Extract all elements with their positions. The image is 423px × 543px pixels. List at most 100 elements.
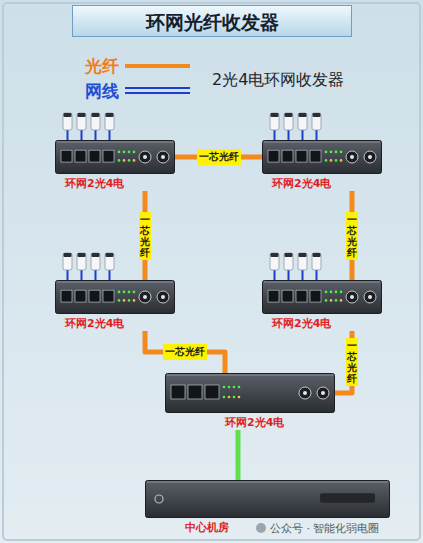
- status-led: [340, 291, 343, 294]
- rj45-port: [103, 150, 114, 162]
- status-led: [128, 151, 131, 154]
- uplink-cable: [236, 430, 241, 480]
- watermark: 公众号 · 智能化弱电圈: [270, 521, 380, 536]
- fiber-port: [364, 151, 376, 163]
- camera-group: [63, 253, 114, 282]
- edge-label: 一芯光纤: [163, 344, 207, 360]
- device-graphic: [262, 140, 382, 174]
- status-led: [133, 151, 136, 154]
- device-body: [166, 374, 335, 413]
- status-led: [123, 159, 126, 162]
- status-led: [233, 386, 236, 389]
- fiber-core: [350, 295, 354, 299]
- device-graphic: [262, 280, 382, 314]
- device-highlight: [57, 282, 173, 283]
- rj45-port: [296, 150, 307, 162]
- rj45-port: [282, 290, 293, 302]
- status-led: [335, 299, 338, 302]
- status-led: [123, 299, 126, 302]
- rj45-port: [61, 150, 72, 162]
- status-led: [330, 299, 333, 302]
- watermark-icon: [256, 523, 266, 533]
- device-label: 环网2光4电: [225, 415, 284, 430]
- device-body: [263, 141, 382, 174]
- rj45-port: [310, 290, 321, 302]
- legend-text: 网线: [85, 80, 119, 103]
- device-highlight: [57, 142, 173, 143]
- camera-group: [63, 113, 114, 142]
- legend-fiber-sample: [125, 64, 190, 68]
- device-type-note: 2光4电环网收发器: [212, 70, 344, 91]
- status-led: [340, 159, 343, 162]
- status-led: [335, 159, 338, 162]
- status-led: [330, 291, 333, 294]
- device-body: [56, 141, 175, 174]
- camera-group: [270, 253, 321, 282]
- fiber-port: [139, 291, 151, 303]
- status-led: [118, 159, 121, 162]
- ring-transceiver: 环网2光4电: [262, 140, 382, 191]
- ring-transceiver: 环网2光4电: [262, 280, 382, 331]
- status-led: [330, 151, 333, 154]
- status-led: [340, 299, 343, 302]
- status-led: [228, 396, 231, 399]
- fiber-core: [368, 295, 372, 299]
- rj45-port: [171, 385, 185, 399]
- rj45-port: [282, 150, 293, 162]
- ring-transceiver: 环网2光4电: [55, 140, 175, 191]
- status-led: [133, 299, 136, 302]
- fiber-core: [161, 155, 165, 159]
- status-led: [335, 151, 338, 154]
- frame: [3, 3, 420, 540]
- status-led: [128, 299, 131, 302]
- status-led: [335, 291, 338, 294]
- fiber-core: [303, 391, 307, 395]
- rj45-port: [296, 290, 307, 302]
- camera-group: [270, 113, 321, 142]
- rj45-port: [89, 290, 100, 302]
- rj45-port: [61, 290, 72, 302]
- edge-label: 一芯光纤: [346, 212, 358, 260]
- status-led: [223, 396, 226, 399]
- status-led: [123, 291, 126, 294]
- device-highlight: [147, 482, 388, 483]
- edge-label: 一芯光纤: [197, 149, 241, 165]
- status-led: [238, 396, 241, 399]
- legend-cable-sample: [125, 92, 190, 94]
- fiber-port: [364, 291, 376, 303]
- device-body: [263, 281, 382, 314]
- status-led: [325, 291, 328, 294]
- status-led: [238, 386, 241, 389]
- status-led: [330, 159, 333, 162]
- legend-cable-sample: [125, 87, 190, 89]
- status-led: [128, 291, 131, 294]
- legend-text: 光纤: [85, 55, 119, 78]
- fiber-port: [299, 387, 311, 399]
- status-led: [133, 159, 136, 162]
- device-highlight: [167, 375, 333, 376]
- fiber-core: [350, 155, 354, 159]
- rj45-port: [75, 290, 86, 302]
- device-graphic: [55, 280, 175, 314]
- central-device: 中心机房: [145, 480, 390, 535]
- device-label: 环网2光4电: [272, 316, 331, 331]
- fiber-link: [145, 331, 225, 373]
- rj45-port: [268, 150, 279, 162]
- power-button: [155, 495, 163, 503]
- status-led: [325, 151, 328, 154]
- status-led: [223, 386, 226, 389]
- fiber-core: [321, 391, 325, 395]
- front-panel: [320, 493, 375, 503]
- device-graphic: [165, 373, 335, 413]
- device-graphic: [145, 480, 390, 518]
- status-led: [340, 151, 343, 154]
- fiber-port: [346, 151, 358, 163]
- status-led: [128, 159, 131, 162]
- fiber-port: [346, 291, 358, 303]
- ring-transceiver: 环网2光4电: [55, 280, 175, 331]
- fiber-core: [161, 295, 165, 299]
- device-highlight: [264, 142, 380, 143]
- edge-label: 一芯光纤: [139, 212, 151, 260]
